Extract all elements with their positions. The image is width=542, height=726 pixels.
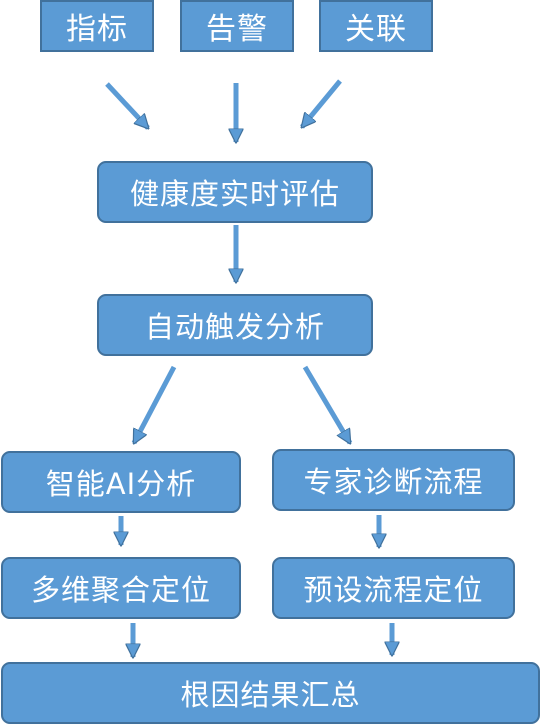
node-auto-trigger-analysis-label: 自动触发分析 [144, 310, 325, 344]
arrow-guanlian-to-health [300, 79, 342, 127]
node-metrics-label: 指标 [66, 12, 128, 47]
node-health-evaluation-label: 健康度实时评估 [129, 177, 340, 211]
node-root-cause-summary-label: 根因结果汇总 [180, 678, 361, 712]
node-expert-diagnosis-label: 专家诊断流程 [303, 465, 484, 499]
node-smart-ai-analysis: 智能AI分析 [1, 451, 241, 513]
node-metrics: 指标 [40, 0, 154, 52]
node-alerts: 告警 [180, 0, 294, 52]
arrow-auto-to-expert [302, 365, 353, 443]
arrow-zhibiao-to-health [105, 82, 148, 128]
node-health-evaluation: 健康度实时评估 [97, 161, 373, 223]
node-expert-diagnosis: 专家诊断流程 [272, 449, 515, 511]
node-root-cause-summary: 根因结果汇总 [1, 662, 540, 724]
node-smart-ai-analysis-label: 智能AI分析 [45, 467, 197, 501]
node-multi-dim-location-label: 多维聚合定位 [30, 573, 211, 607]
node-alerts-label: 告警 [206, 12, 268, 47]
node-auto-trigger-analysis: 自动触发分析 [97, 294, 373, 356]
node-preset-flow-location-label: 预设流程定位 [303, 573, 484, 607]
node-preset-flow-location: 预设流程定位 [272, 557, 515, 619]
node-correlation-label: 关联 [345, 12, 407, 47]
node-multi-dim-location: 多维聚合定位 [1, 557, 241, 619]
arrow-auto-to-ai [131, 365, 177, 443]
node-correlation: 关联 [319, 0, 433, 52]
